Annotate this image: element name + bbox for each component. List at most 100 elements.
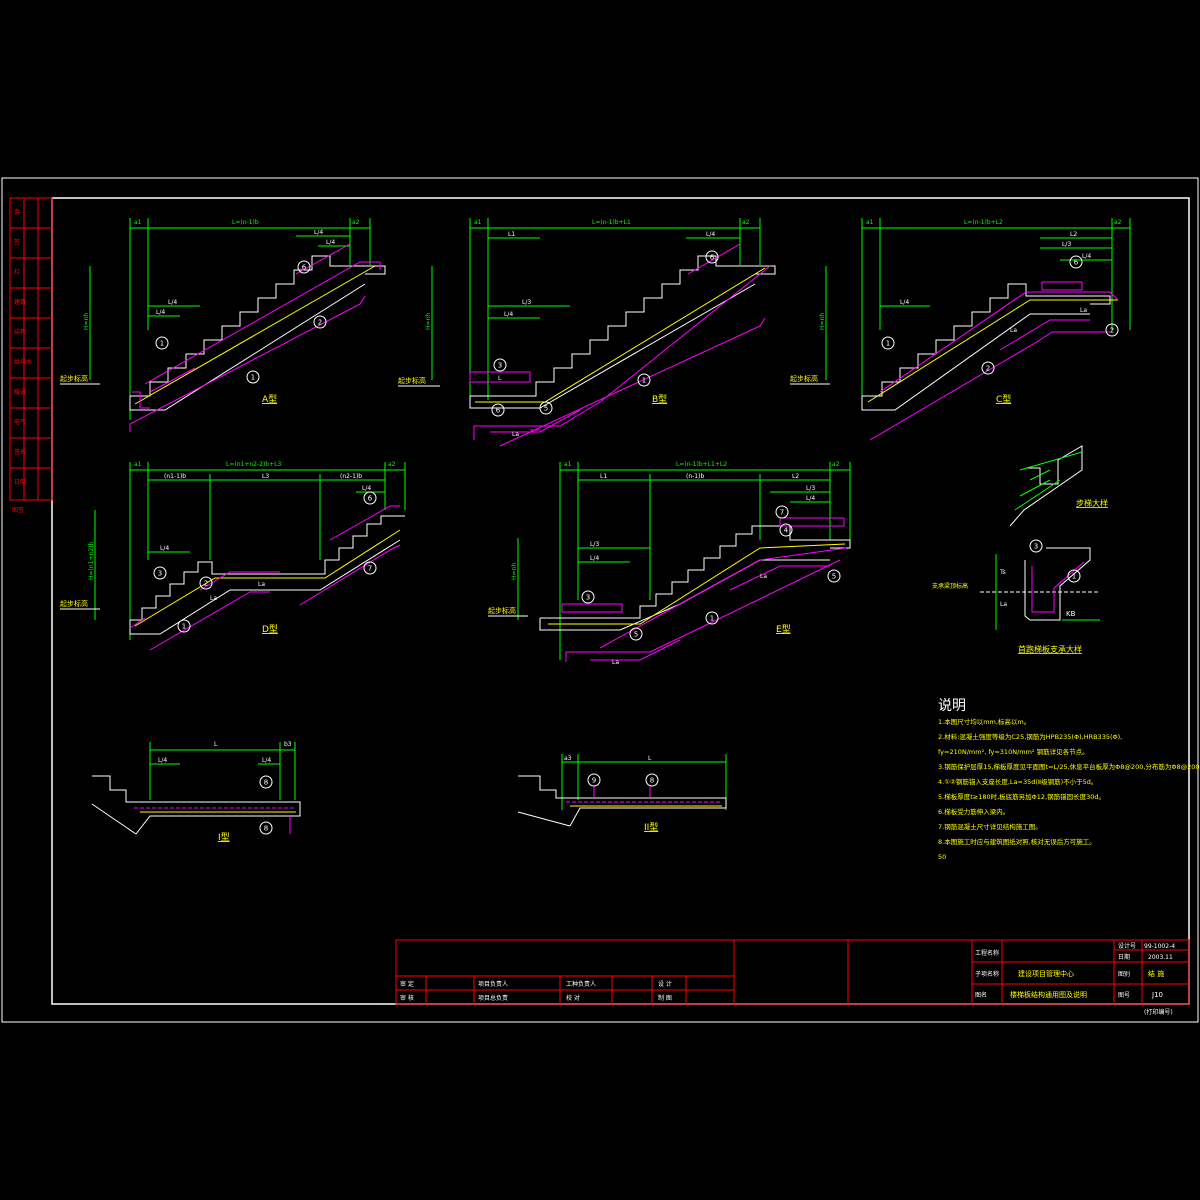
e-dim-8: La bbox=[760, 573, 767, 580]
reference-circle bbox=[981, 361, 995, 375]
b-dim-5: L bbox=[498, 375, 502, 382]
c-right-dim: a2 bbox=[1114, 219, 1122, 226]
note-item: fy=210N/mm², fy=310N/mm² 钢筋详见各节点。 bbox=[938, 747, 1089, 756]
reference-number: 5 bbox=[634, 631, 638, 639]
reference-circle bbox=[246, 370, 260, 384]
reference-circle bbox=[881, 336, 895, 350]
reference-circle bbox=[259, 775, 273, 789]
tb-label-drawing: 图名 bbox=[975, 991, 987, 999]
tb-engineer-0: 工种负责人 bbox=[566, 980, 596, 988]
inner-frame bbox=[51, 197, 1190, 1005]
d-dim-1: L3 bbox=[262, 473, 269, 480]
reference-number: 6 bbox=[368, 495, 373, 503]
stair-type-ii: a3 L II型 bbox=[517, 754, 727, 833]
reference-number: 4 bbox=[784, 527, 789, 535]
tb-right-label-0: 设计号 bbox=[1118, 942, 1136, 950]
d-label: D型 bbox=[262, 624, 278, 635]
note-item: 5.梯板厚度t≥180时,板底筋另加Φ12,钢筋锚固长度30d。 bbox=[938, 792, 1105, 801]
stair-type-e: a1 L=(n-1)b+L1+L2 a2 L1 (n-1)b L2 L/3 L/… bbox=[488, 461, 851, 666]
reference-circle bbox=[199, 576, 213, 590]
detail2-floor-note: 支承梁顶标高 bbox=[932, 582, 968, 590]
c-dim-2: L/4 bbox=[1082, 253, 1091, 260]
reference-circle bbox=[629, 627, 643, 641]
tb-right-value-2: 结 施 bbox=[1148, 969, 1164, 978]
title-block: 审 定 审 核 项目负责人 项目总负责 工种负责人 校 对 设 计 制 图 工程… bbox=[395, 939, 1190, 1005]
reference-number: 2 bbox=[318, 319, 322, 327]
stair-type-b: a1 L=(n-1)b+L1 a2 L1 L/4 L/3 L/4 H=nh 起步… bbox=[398, 218, 776, 447]
e-dim-4: L/4 bbox=[806, 495, 815, 502]
c-dim-4: La bbox=[1010, 327, 1017, 334]
c-span: L=(n-1)b+L2 bbox=[964, 219, 1003, 226]
e-dim-7: La bbox=[612, 659, 619, 666]
reference-circle bbox=[259, 821, 273, 835]
stair-type-c: a1 L=(n-1)b+L2 a2 L2 L/3 L/4 L/4 H=nh 起步… bbox=[790, 218, 1131, 441]
strip-label-8: 签名 bbox=[14, 448, 26, 456]
reference-number: 9 bbox=[592, 777, 596, 785]
reference-circle bbox=[493, 358, 507, 372]
stair-type-d: a1 L=(n1+n2-2)b+L3 a2 (n1-1)b L3 (n2-1)b… bbox=[60, 461, 406, 651]
b-dim-1: L/4 bbox=[706, 231, 715, 238]
d-dim-6: La bbox=[258, 581, 265, 588]
note-item: 8.本图施工时应与建筑图纸对照,核对无误后方可施工。 bbox=[938, 837, 1096, 846]
detail1-label: 步梯大样 bbox=[1076, 498, 1108, 508]
b-label: B型 bbox=[652, 394, 667, 405]
reference-circle bbox=[313, 315, 327, 329]
tb-signer-0: 项目负责人 bbox=[478, 980, 508, 988]
reference-number: 8 bbox=[650, 777, 654, 785]
tb-right-label-2: 图别 bbox=[1118, 970, 1130, 978]
note-item: 1.本图尺寸均以mm,标高以m。 bbox=[938, 717, 1030, 726]
d-dim-4: L/4 bbox=[160, 545, 169, 552]
a-left-dim: a1 bbox=[134, 219, 142, 226]
reference-number: 5 bbox=[544, 405, 548, 413]
reference-number: 8 bbox=[264, 779, 268, 787]
strip-label-6: 暖通 bbox=[14, 388, 26, 396]
reference-number: 3 bbox=[586, 594, 590, 602]
e-dim-3: L/3 bbox=[806, 485, 815, 492]
strip-label-3: 建筑 bbox=[14, 298, 26, 306]
tb-row-0: 审 定 bbox=[400, 980, 414, 988]
tb-right-value-0: 99-1002-4 bbox=[1144, 943, 1175, 950]
strip-label-4: 结构 bbox=[14, 328, 26, 336]
c-dim-3: L/4 bbox=[900, 299, 909, 306]
reference-number: 7 bbox=[368, 565, 372, 573]
reference-number: 6 bbox=[496, 407, 501, 415]
c-dim-5: La bbox=[1080, 307, 1087, 314]
e-dim-1: (n-1)b bbox=[686, 473, 704, 480]
e-dim-2: L2 bbox=[792, 473, 799, 480]
i-dim-2: L/4 bbox=[262, 757, 271, 764]
b-span: L=(n-1)b+L1 bbox=[592, 219, 631, 226]
first-flight-support-detail: 支承梁顶标高 Ts La KB 首跑梯板支承大样 bbox=[932, 547, 1100, 654]
note-item: 3.钢筋保护层厚15,梯板厚度见平面图t=L/25,休息平台板厚为Φ8@200,… bbox=[938, 762, 1200, 771]
reference-circle bbox=[775, 505, 789, 519]
reference-number: 1 bbox=[251, 374, 255, 382]
d-right-dim: a2 bbox=[388, 461, 396, 468]
b-right-dim: a2 bbox=[742, 219, 750, 226]
i-label: I型 bbox=[218, 832, 230, 843]
detail2-dim-la: La bbox=[1000, 601, 1007, 608]
b-dim-3: L/4 bbox=[504, 311, 513, 318]
a-dim-2: L/4 bbox=[168, 299, 177, 306]
e-h-dim: H=nh bbox=[511, 563, 518, 580]
tb-checker-1: 制 图 bbox=[658, 994, 672, 1002]
reference-number: 2 bbox=[986, 365, 990, 373]
e-span: L=(n-1)b+L1+L2 bbox=[676, 461, 727, 468]
reference-circle bbox=[491, 403, 505, 417]
strip-label-0: 会 bbox=[14, 208, 20, 216]
b-left-dim: a1 bbox=[474, 219, 482, 226]
ii-dim-0: a3 bbox=[564, 755, 572, 762]
b-floor-note: 起步标高 bbox=[398, 376, 426, 385]
d-left-dim: a1 bbox=[134, 461, 142, 468]
reference-circle bbox=[827, 569, 841, 583]
e-dim-6: L/4 bbox=[590, 555, 599, 562]
tb-right-value-3: J10 bbox=[1151, 991, 1163, 999]
general-notes: 说明 1.本图尺寸均以mm,标高以m。2.材料:混凝土强度等级为C25,钢筋为H… bbox=[938, 698, 1200, 861]
side-sign-strip: 会 签 栏 建筑 结构 给排水 暖通 电气 签名 日期 图签 bbox=[9, 197, 53, 514]
d-floor-note: 起步标高 bbox=[60, 599, 88, 608]
a-floor-note: 起步标高 bbox=[60, 374, 88, 383]
stair-type-a: a1 L=(n-1)b a2 L/4 L/4 L/4 L/4 H=nh 起步标高… bbox=[60, 218, 386, 432]
reference-number: 8 bbox=[264, 825, 268, 833]
tb-drawing-title: 楼梯板结构通用图及说明 bbox=[1010, 990, 1087, 999]
a-h-dim: H=nh bbox=[83, 313, 90, 330]
a-label: A型 bbox=[262, 394, 277, 405]
